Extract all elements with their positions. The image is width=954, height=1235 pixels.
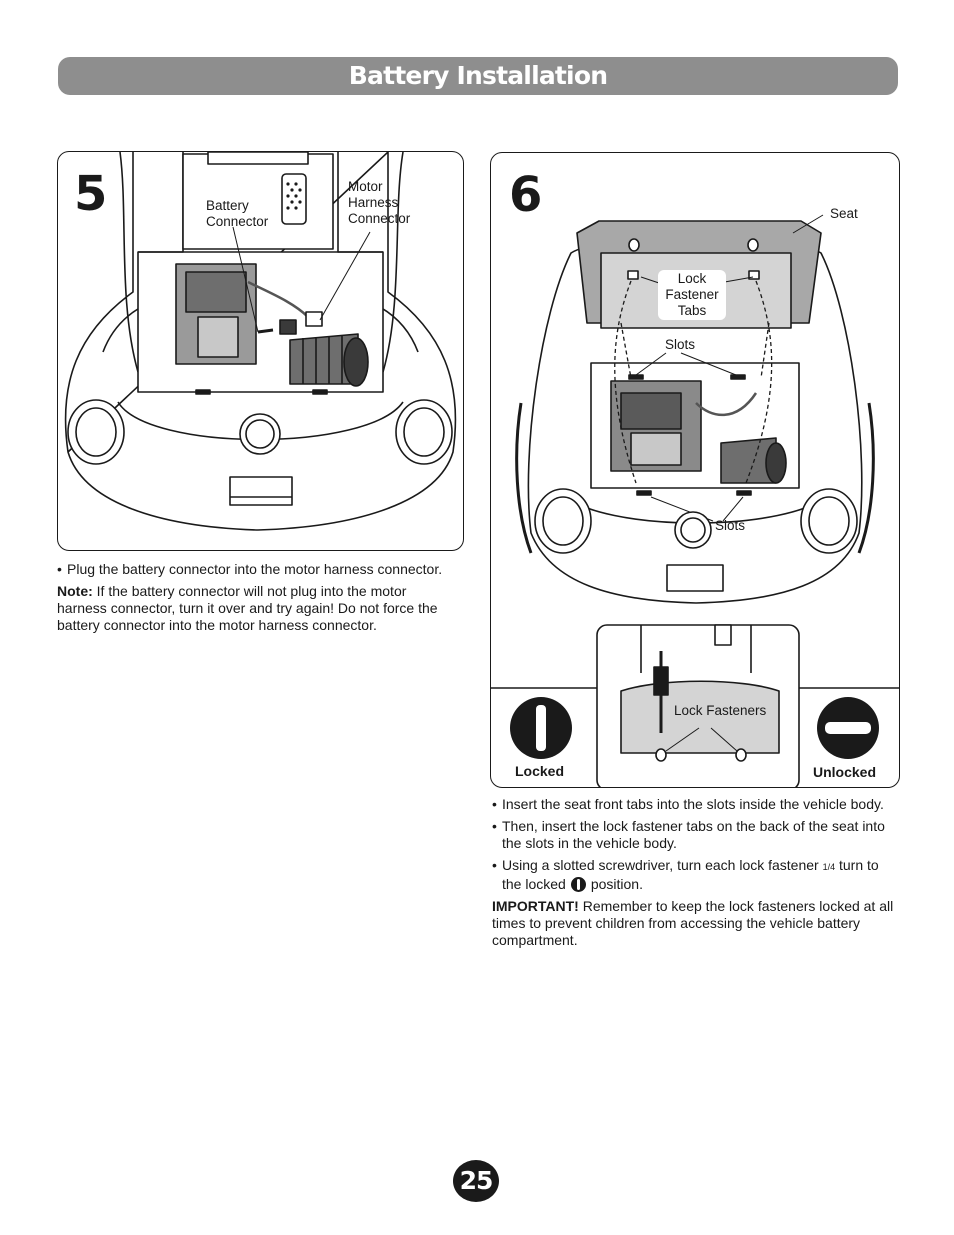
step5-vehicle-illustration: [64, 152, 457, 531]
step5-note: Note: If the battery connector will not …: [57, 583, 438, 633]
step-number: 6: [509, 167, 543, 223]
locked-label: Locked: [515, 763, 565, 779]
page-title: Battery Installation: [348, 61, 608, 90]
fraction-quarter: 1/4: [822, 862, 836, 872]
step6-bullet-2: •Then, insert the lock fastener tabs on …: [492, 818, 885, 851]
locked-position-icon: [570, 877, 586, 892]
unlocked-label: Unlocked: [813, 764, 877, 780]
step6-bullet-3: • Using a slotted screwdriver, turn each…: [492, 857, 879, 892]
step5-bullet: •Plug the battery connector into the mot…: [57, 561, 443, 577]
step6-important-note: IMPORTANT! Remember to keep the lock fas…: [492, 898, 894, 948]
step5-instructions: •Plug the battery connector into the mot…: [57, 561, 457, 639]
step6-illustration-panel: 6 Seat Lock Fastener Tabs Slots Slots Lo…: [490, 152, 900, 788]
callout-motor-harness-connector: Motor Harness Connector: [348, 179, 411, 226]
callout-lock-fastener-tabs: Lock Fastener Tabs: [658, 270, 726, 320]
step6-vehicle-illustration: [491, 214, 899, 787]
callout-seat: Seat: [830, 206, 858, 221]
callout-slots-top: Slots: [665, 337, 696, 352]
page-number: 25: [453, 1160, 499, 1202]
step-number: 5: [74, 166, 108, 222]
step6-instructions: •Insert the seat front tabs into the slo…: [492, 796, 897, 954]
callout-lock-fasteners: Lock Fasteners: [674, 703, 767, 718]
step5-illustration-panel: 5 Battery Connector Motor Harness Connec…: [57, 151, 464, 551]
step6-bullet-1: •Insert the seat front tabs into the slo…: [492, 796, 884, 812]
callout-slots-bottom: Slots: [715, 518, 746, 533]
callout-battery-connector: Battery Connector: [206, 198, 269, 229]
title-bar: Battery Installation: [58, 57, 898, 95]
